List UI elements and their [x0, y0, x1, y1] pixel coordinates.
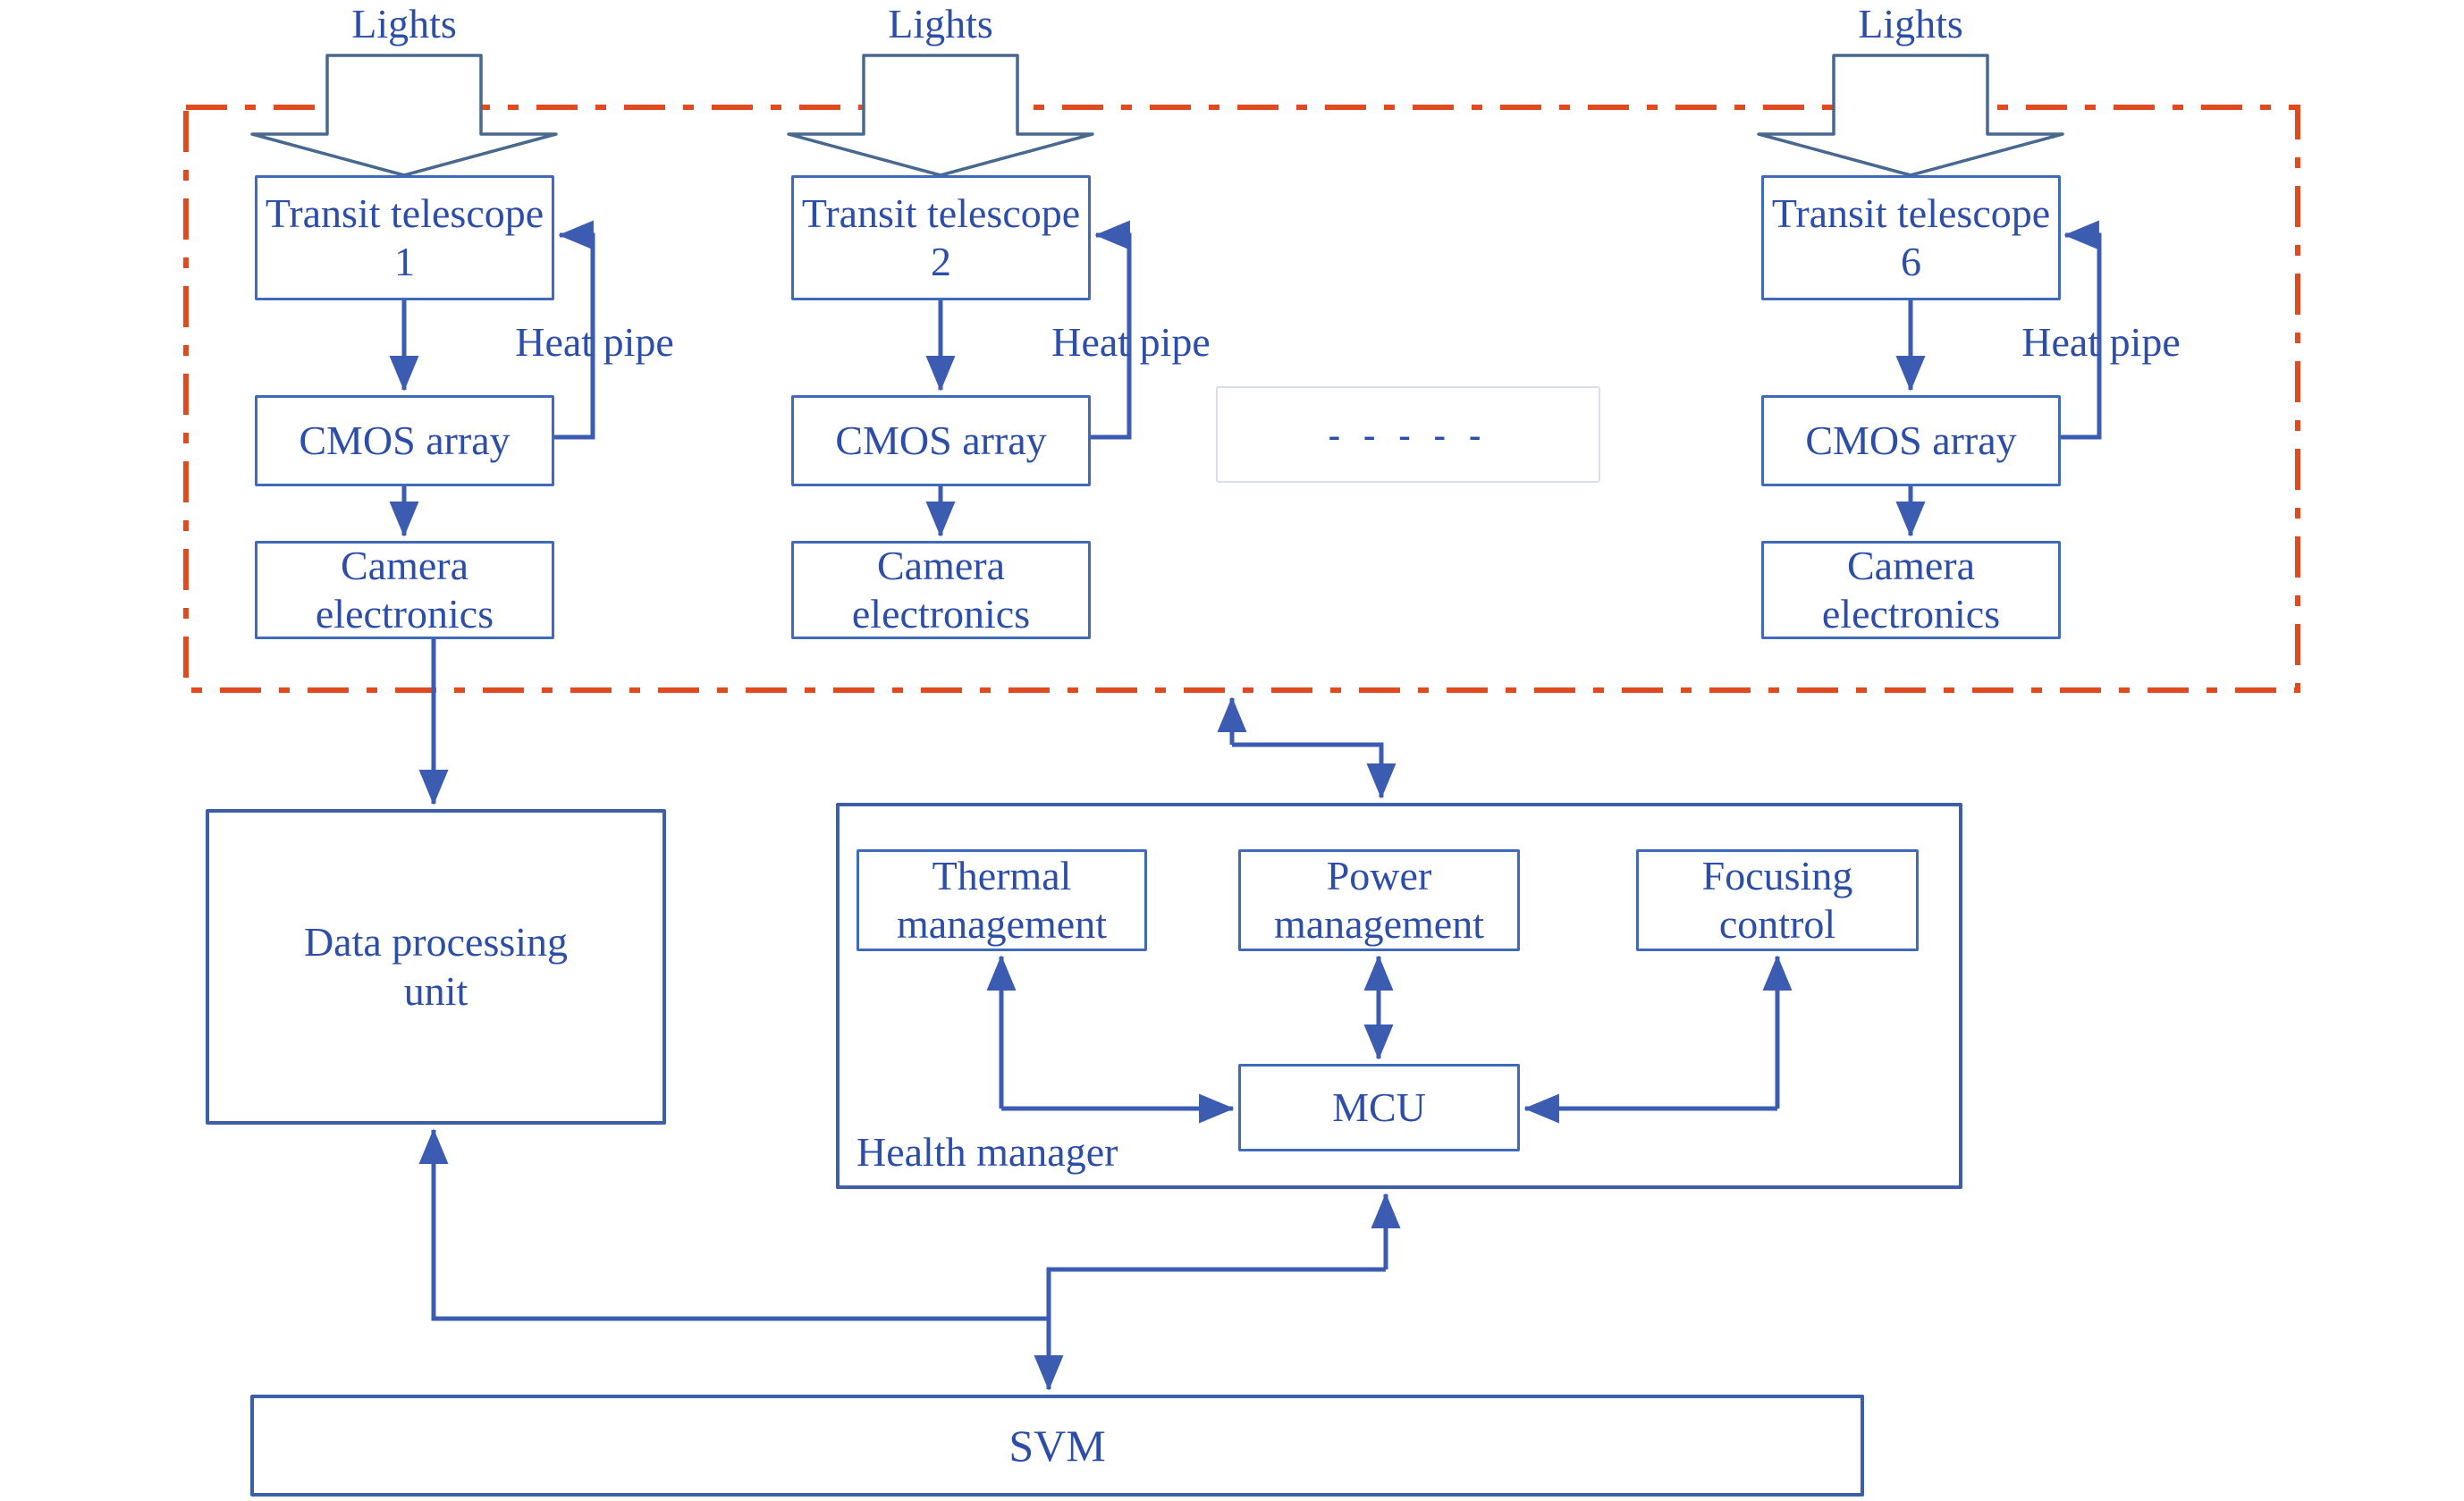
lights-label-6: Lights: [1858, 1, 1963, 46]
svm-to-dpu-arrow: [418, 1128, 1049, 1321]
heat-pipe-label-6: Heat pipe: [2021, 319, 2181, 365]
lights-arrow-1: [250, 54, 558, 177]
payload-dashed-boundary: [183, 105, 2300, 693]
lights-arrow-6: [1757, 54, 2064, 177]
payload-to-health-arrow: [1232, 742, 1397, 799]
heat-pipe-label-1: Heat pipe: [515, 319, 674, 365]
heat-pipe-loop-6: [2061, 220, 2102, 440]
focusing-control-box: Focusing control: [1636, 849, 1919, 951]
camera-electronics-box-2: Camera electronics: [791, 541, 1091, 639]
mcu-box: MCU: [1238, 1064, 1520, 1151]
transit-telescope-2-box: Transit telescope 2: [791, 175, 1091, 300]
data-processing-unit-label: Data processing unit: [303, 919, 569, 1014]
health-manager-to-svm-arrow: [1034, 1267, 1386, 1391]
health-manager-label: Health manager: [856, 1129, 1118, 1175]
transit-telescope-1-box: Transit telescope 1: [255, 175, 554, 300]
heat-pipe-loop-2: [1091, 220, 1132, 440]
svm-box: SVM: [250, 1395, 1864, 1497]
camera-electronics-box-6: Camera electronics: [1761, 541, 2061, 639]
health-manager-box: [836, 803, 1962, 1189]
lights-arrows: [250, 54, 2064, 177]
lights-arrow-2: [787, 54, 1094, 177]
power-management-box: Power management: [1238, 849, 1520, 951]
heat-pipe-loop-1: [554, 220, 595, 440]
heat-pipe-label-2: Heat pipe: [1051, 319, 1211, 365]
thermal-management-box: Thermal management: [856, 849, 1147, 951]
connectors: [389, 220, 2102, 1391]
data-processing-unit-box: Data processing unit: [206, 809, 666, 1125]
transit-telescope-6-box: Transit telescope 6: [1761, 175, 2061, 300]
cmos-array-box-6: CMOS array: [1761, 395, 2061, 486]
more-telescopes-ellipsis-box: - - - - -: [1216, 386, 1600, 483]
lights-label-2: Lights: [888, 1, 993, 46]
lights-label-1: Lights: [351, 1, 457, 46]
cmos-array-box-2: CMOS array: [791, 395, 1091, 486]
cmos-array-box-1: CMOS array: [255, 395, 554, 486]
camera-electronics-box-1: Camera electronics: [255, 541, 554, 639]
